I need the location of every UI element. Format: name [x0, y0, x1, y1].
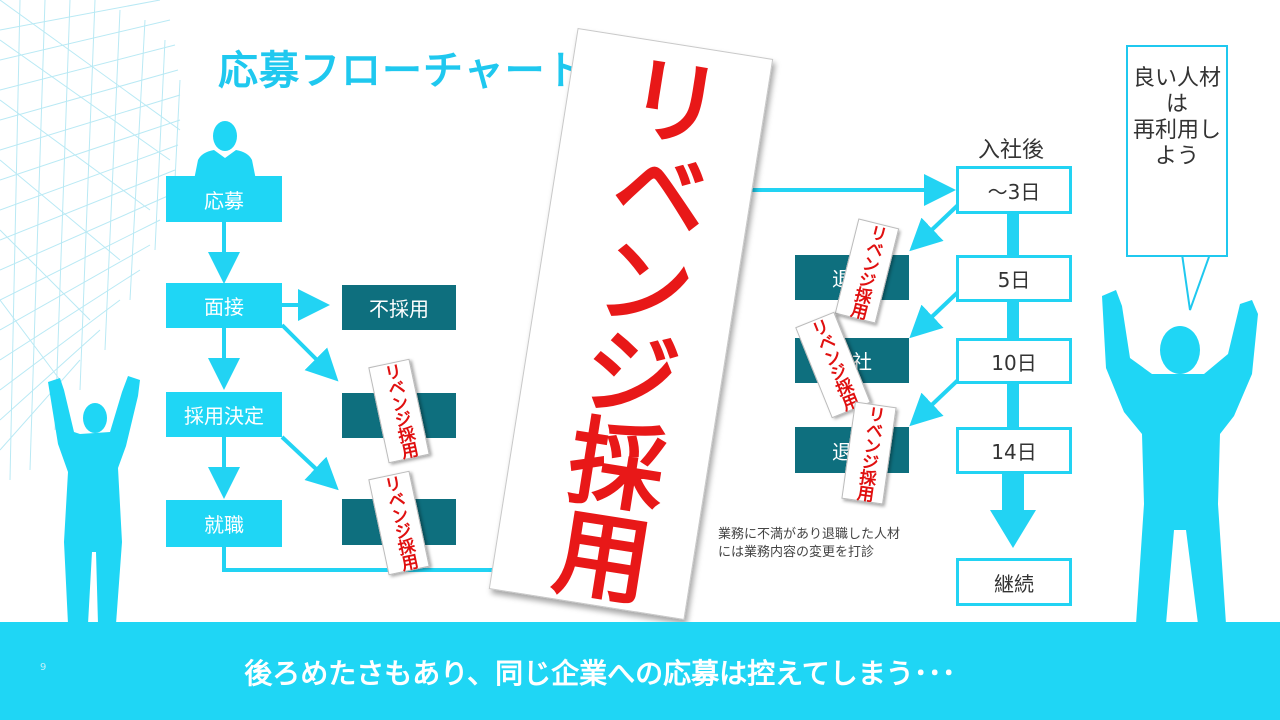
day3-label: ～3日	[987, 179, 1041, 204]
not-hired-label: 不採用	[369, 297, 429, 321]
day14-box: 14日	[956, 427, 1072, 474]
note-line-2: には業務内容の変更を打診	[718, 545, 875, 560]
day5-label: 5日	[997, 268, 1031, 292]
day10-box: 10日	[956, 338, 1072, 384]
day14-label: 14日	[991, 440, 1037, 464]
page-title: 応募フローチャート	[218, 48, 587, 94]
speech-line-1: 良い人材は	[1132, 66, 1221, 117]
employment-box: 就職	[166, 500, 282, 547]
speech-bubble-text: 良い人材は 再利用しよう	[1130, 66, 1224, 170]
bottom-banner	[0, 622, 1280, 720]
note-line-1: 業務に不満があり退職した人材	[718, 527, 901, 542]
day10-label: 10日	[991, 350, 1037, 375]
not-hired-box: 不採用	[342, 285, 456, 330]
apply-box: 応募	[166, 176, 282, 222]
day5-box: 5日	[956, 255, 1072, 302]
day3-box: ～3日	[956, 166, 1072, 214]
hire-decision-label: 採用決定	[184, 404, 264, 428]
apply-label: 応募	[204, 188, 244, 213]
person-icon	[194, 121, 256, 180]
interview-label: 面接	[204, 295, 244, 319]
cheering-person-left-silhouette	[48, 376, 140, 624]
speech-bubble	[1126, 45, 1228, 257]
hire-decision-box: 採用決定	[166, 392, 282, 437]
employment-label: 就職	[204, 513, 244, 537]
continue-label: 継続	[994, 571, 1034, 596]
right-flow-arrows	[740, 174, 1036, 548]
continue-box: 継続	[956, 558, 1072, 606]
note-text: 業務に不満があり退職した人材 には業務内容の変更を打診	[718, 526, 900, 562]
bottom-message: 後ろめたさもあり、同じ企業への応募は控えてしまう･･･	[244, 657, 956, 690]
page-number: 9	[40, 662, 47, 673]
speech-line-2: 再利用しよう	[1132, 118, 1221, 169]
cheering-person-right-silhouette	[1102, 290, 1258, 624]
interview-box: 面接	[166, 283, 282, 328]
after-joining-label: 入社後	[978, 138, 1045, 163]
wireframe-building-graphic	[0, 0, 181, 480]
